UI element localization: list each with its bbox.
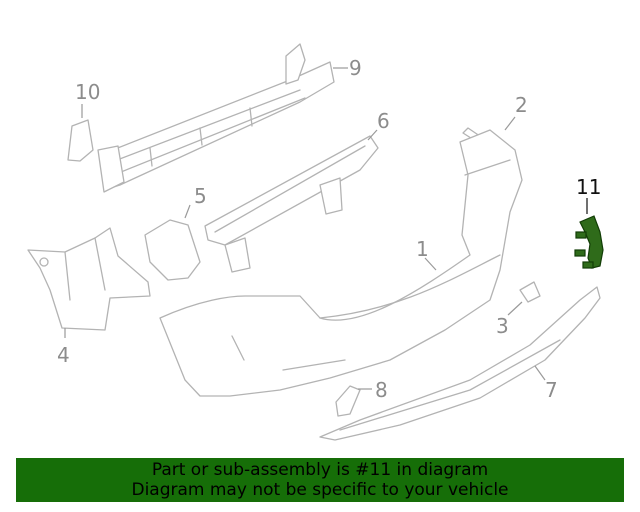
part-9-impact-bar — [97, 43, 335, 193]
part-7-valance — [319, 286, 601, 441]
leader-lines — [64, 67, 588, 390]
callout-11: 11 — [576, 175, 601, 199]
callout-7: 7 — [545, 378, 558, 402]
callout-5: 5 — [194, 184, 207, 208]
parts-diagram: 1 2 3 4 5 6 7 8 9 10 11 — [27, 43, 604, 441]
part-8-reflector — [335, 385, 361, 417]
banner-line-2: Diagram may not be specific to your vehi… — [131, 480, 509, 500]
part-6-absorber — [204, 135, 379, 273]
callout-4: 4 — [57, 343, 70, 367]
info-banner: Part or sub-assembly is #11 in diagram D… — [16, 458, 624, 502]
part-3-clip — [519, 281, 541, 303]
part-5-bracket — [144, 219, 201, 281]
part-4-side-bracket — [27, 227, 151, 331]
callout-6: 6 — [377, 109, 390, 133]
banner-line-1: Part or sub-assembly is #11 in diagram — [151, 460, 489, 480]
callout-2: 2 — [515, 93, 528, 117]
callout-9: 9 — [349, 56, 362, 80]
part-11-bracket-highlighted — [574, 215, 604, 269]
callout-10: 10 — [75, 80, 100, 104]
callout-3: 3 — [496, 314, 509, 338]
part-1-bumper-cover — [159, 129, 523, 397]
part-10-cap — [67, 119, 94, 162]
callout-8: 8 — [375, 378, 388, 402]
callout-1: 1 — [416, 237, 429, 261]
